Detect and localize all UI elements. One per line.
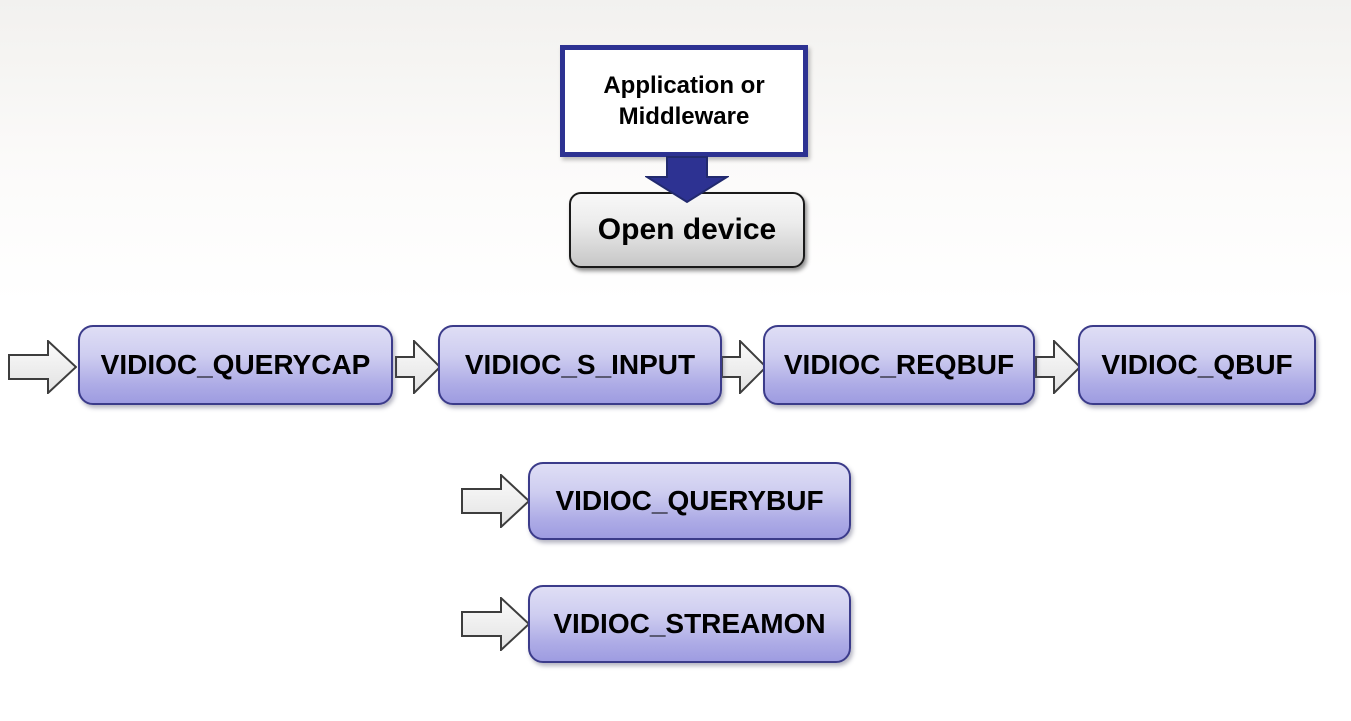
step-vidioc-streamon: VIDIOC_STREAMON — [528, 585, 851, 663]
step-label: VIDIOC_QUERYBUF — [555, 485, 824, 516]
step-vidioc-querycap: VIDIOC_QUERYCAP — [78, 325, 393, 405]
step-label: VIDIOC_QBUF — [1101, 349, 1293, 380]
application-middleware-box: Application or Middleware — [560, 45, 808, 157]
open-device-box: Open device — [569, 192, 805, 268]
block-arrow-down-icon — [645, 156, 729, 204]
block-arrow-right-icon — [1035, 340, 1081, 394]
step-vidioc-reqbuf: VIDIOC_REQBUF — [763, 325, 1035, 405]
step-label: VIDIOC_REQBUF — [783, 349, 1015, 380]
block-arrow-right-icon — [721, 340, 767, 394]
block-arrow-right-icon — [461, 597, 530, 651]
open-device-label: Open device — [597, 213, 777, 246]
step-label: VIDIOC_QUERYCAP — [100, 349, 371, 380]
block-arrow-right-icon — [8, 340, 77, 394]
step-label: VIDIOC_S_INPUT — [464, 349, 696, 380]
step-vidioc-s-input: VIDIOC_S_INPUT — [438, 325, 722, 405]
application-middleware-label: Application or Middleware — [603, 71, 765, 130]
step-vidioc-qbuf: VIDIOC_QBUF — [1078, 325, 1316, 405]
step-label: VIDIOC_STREAMON — [553, 608, 826, 639]
step-vidioc-querybuf: VIDIOC_QUERYBUF — [528, 462, 851, 540]
block-arrow-right-icon — [461, 474, 530, 528]
block-arrow-right-icon — [395, 340, 441, 394]
